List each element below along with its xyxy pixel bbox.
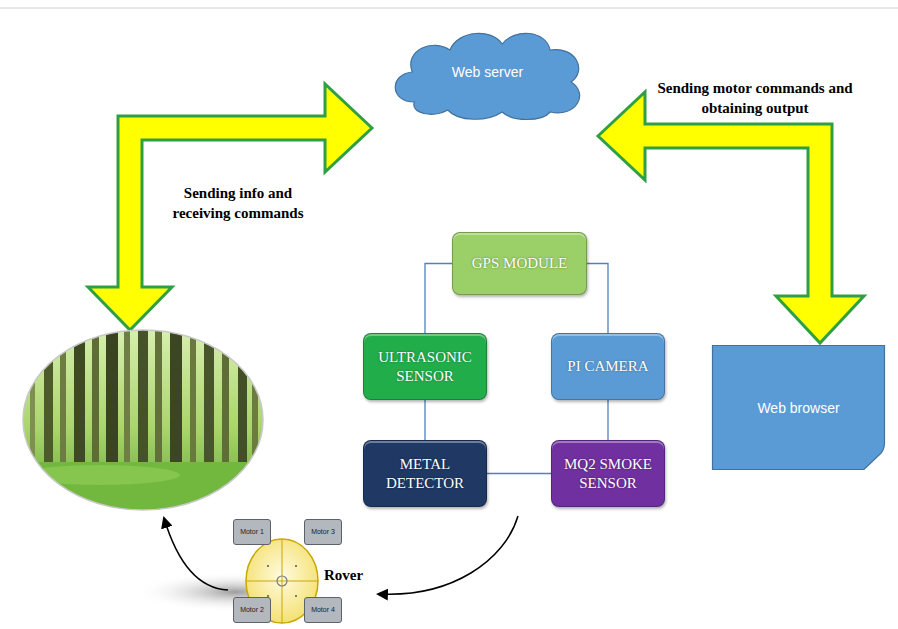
node-label: Motor 2	[235, 606, 269, 613]
node-text-group: Motor 4	[306, 606, 340, 613]
node-label: Motor 3	[306, 528, 340, 535]
tree-trunk	[190, 320, 196, 470]
link-arrow	[598, 92, 864, 343]
tree-trunk	[124, 320, 130, 470]
curved-arrow	[164, 518, 228, 590]
connector-line	[424, 400, 425, 440]
node-label: Motor 1	[235, 528, 269, 535]
browser-shape	[713, 346, 885, 470]
tree-trunk	[44, 320, 53, 470]
tree-trunk	[30, 320, 35, 470]
rover-dot	[267, 565, 269, 567]
edge-label: Sending motor commands and obtaining out…	[655, 78, 855, 119]
node-label: ULTRASONIC SENSOR	[370, 348, 480, 386]
connector-line	[487, 473, 551, 474]
process-box: GPS MODULE	[452, 232, 587, 295]
node-text-group: ULTRASONIC SENSOR	[370, 348, 480, 386]
forest-grass	[20, 462, 270, 514]
motor-box: Motor 3	[304, 519, 342, 545]
motor-box: Motor 2	[233, 597, 271, 623]
forest-picture	[20, 320, 270, 514]
node-label: Web server	[389, 64, 586, 80]
connector-line	[425, 264, 452, 334]
curved-arrow	[378, 516, 518, 594]
process-box: METAL DETECTOR	[363, 440, 487, 507]
rover-axis	[246, 581, 318, 582]
cloud-node: Web server	[383, 22, 592, 122]
node-label: Web browser	[718, 400, 879, 416]
tree-trunk	[92, 320, 99, 470]
node-text-group: PI CAMERA	[558, 357, 658, 376]
node-label: Motor 4	[306, 606, 340, 613]
node-label: METAL DETECTOR	[370, 455, 480, 493]
node-text-group: Web server	[389, 64, 586, 80]
rover-dot	[295, 595, 297, 597]
node-text-group: Motor 3	[306, 528, 340, 535]
tree-trunk	[238, 320, 247, 470]
tree-trunks	[30, 320, 258, 470]
process-box: MQ2 SMOKE SENSOR	[551, 440, 665, 507]
node-label: PI CAMERA	[558, 357, 658, 376]
browser-node: Web browser	[712, 345, 885, 470]
forest-outline	[23, 330, 263, 510]
tree-trunk	[155, 320, 162, 470]
tree-trunk	[222, 320, 229, 470]
flow-note: Sending info and receiving commands	[156, 183, 320, 224]
node-text-group: GPS MODULE	[459, 254, 580, 273]
motor-box: Motor 1	[233, 519, 271, 545]
rover-dot	[295, 565, 297, 567]
rover-pivot	[277, 576, 287, 586]
connector-line	[587, 264, 608, 334]
top-rule	[0, 8, 898, 9]
tree-trunk	[138, 320, 148, 470]
node-label: GPS MODULE	[459, 254, 580, 273]
tree-trunk	[170, 320, 182, 470]
part-name: Rover	[324, 565, 384, 585]
tree-trunk	[106, 320, 118, 470]
node-text-group: Web browser	[718, 400, 879, 416]
node-text-group: Motor 2	[235, 606, 269, 613]
process-box: ULTRASONIC SENSOR	[363, 333, 487, 400]
link-arrow	[88, 84, 372, 330]
motor-box: Motor 4	[304, 597, 342, 623]
forest-light	[20, 465, 180, 485]
node-text-group: MQ2 SMOKE SENSOR	[558, 455, 658, 493]
connector-line	[607, 400, 608, 440]
tree-trunk	[60, 320, 66, 470]
node-text-group: METAL DETECTOR	[370, 455, 480, 493]
node-text-group: Motor 1	[235, 528, 269, 535]
node-label: MQ2 SMOKE SENSOR	[558, 455, 658, 493]
process-box: PI CAMERA	[551, 333, 665, 400]
